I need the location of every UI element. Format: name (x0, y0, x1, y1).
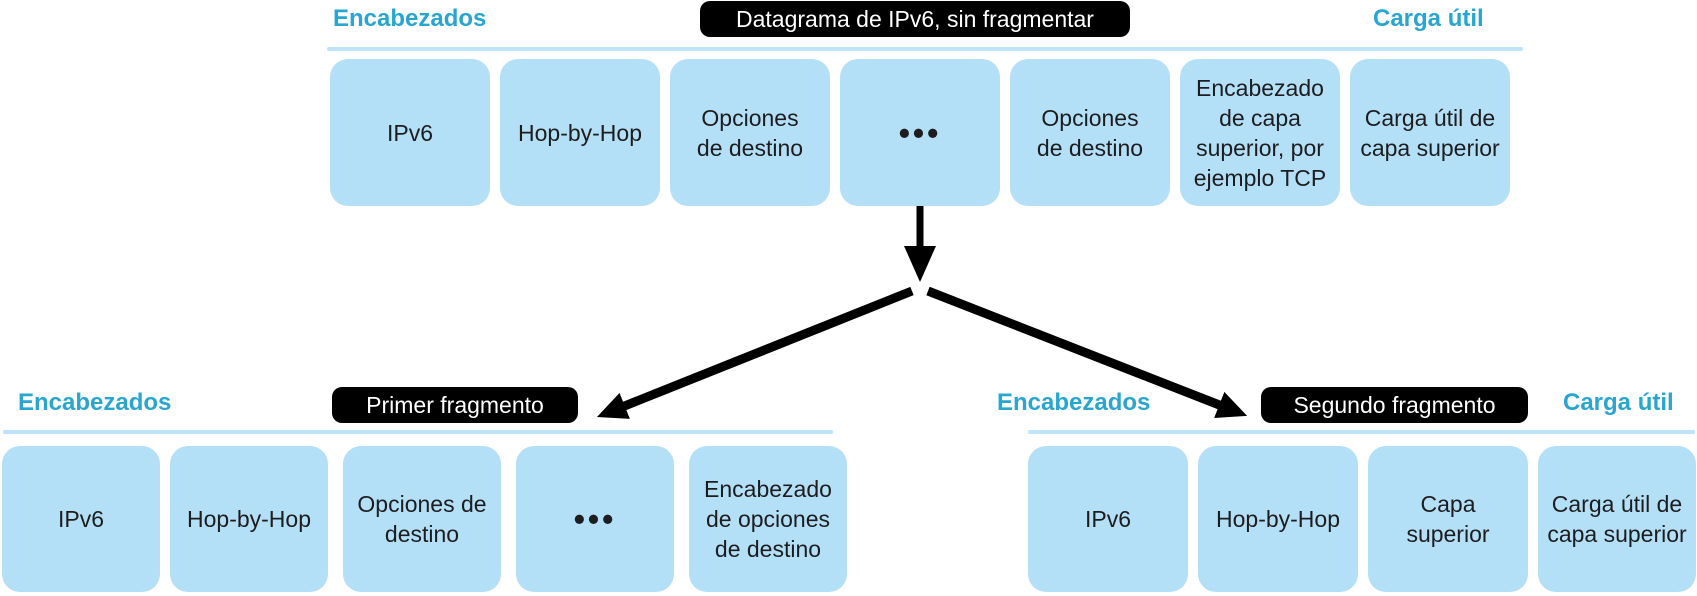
top-box-upper-layer-header: Encabezado de capa superior, por ejemplo… (1180, 59, 1340, 206)
top-box-ipv6: IPv6 (330, 59, 490, 206)
top-headers-label: Encabezados (333, 5, 487, 32)
fragment1-box-dest-options: Opciones de destino (343, 446, 501, 592)
fragment1-box-ipv6: IPv6 (2, 446, 160, 592)
fragment1-rule (3, 430, 833, 434)
top-box-ellipsis: ••• (840, 59, 1000, 206)
fragment2-box-hop-by-hop: Hop-by-Hop (1198, 446, 1358, 592)
top-box-hop-by-hop: Hop-by-Hop (500, 59, 660, 206)
top-datagram-badge: Datagrama de IPv6, sin fragmentar (700, 1, 1130, 37)
top-payload-label: Carga útil (1373, 5, 1484, 32)
fragment2-headers-label: Encabezados (997, 389, 1151, 416)
top-rule (327, 47, 1523, 51)
split-arrow-left-icon (596, 286, 914, 419)
fragment2-box-upper-layer: Capa superior (1368, 446, 1528, 592)
fragment2-payload-label: Carga útil (1563, 389, 1674, 416)
fragment1-box-dest-options-header: Encabezado de opciones de destino (689, 446, 847, 592)
top-box-dest-options-1: Opciones de destino (670, 59, 830, 206)
top-box-dest-options-2: Opciones de destino (1010, 59, 1170, 206)
fragment1-badge: Primer fragmento (332, 387, 578, 423)
fragment1-box-ellipsis: ••• (516, 446, 674, 592)
fragment2-box-ipv6: IPv6 (1028, 446, 1188, 592)
fragment2-rule (1028, 430, 1695, 434)
fragment1-headers-label: Encabezados (18, 389, 172, 416)
fragment2-badge: Segundo fragmento (1261, 387, 1528, 423)
down-arrow-icon (904, 206, 936, 282)
fragment2-box-upper-layer-payload: Carga útil de capa superior (1538, 446, 1696, 592)
fragment1-box-hop-by-hop: Hop-by-Hop (170, 446, 328, 592)
top-box-upper-layer-payload: Carga útil de capa superior (1350, 59, 1510, 206)
